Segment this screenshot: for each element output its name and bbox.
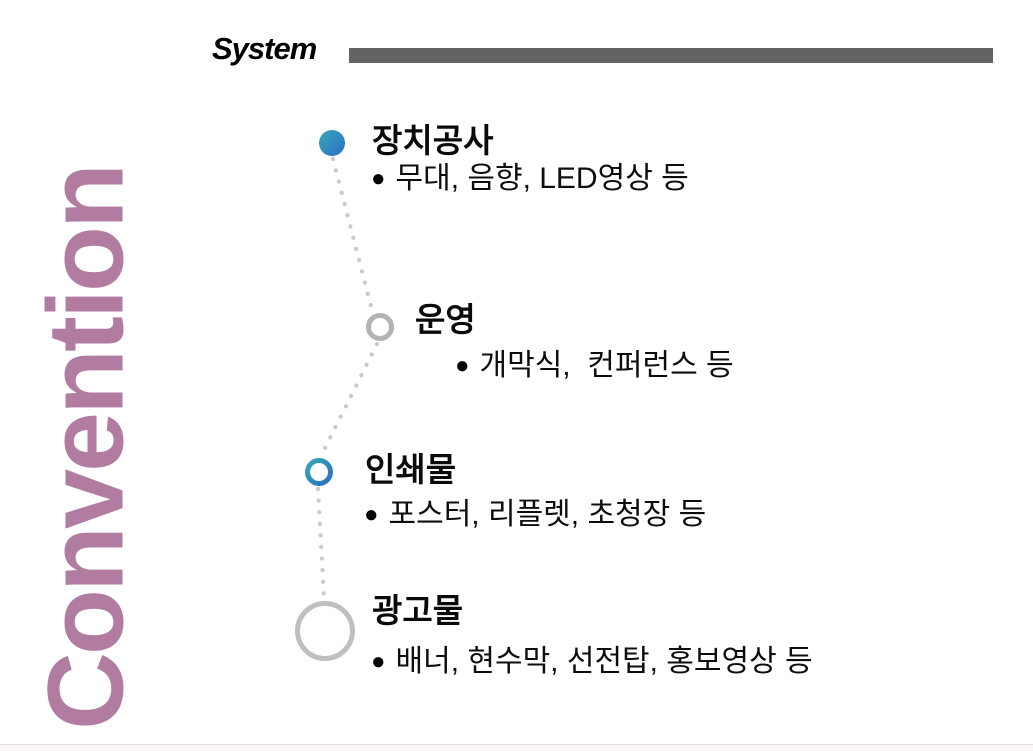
bottom-edge-strip (0, 744, 1033, 751)
large-gray-ring-icon (295, 601, 355, 661)
bullet-icon: ● (371, 164, 386, 192)
bullet-icon: ● (364, 500, 379, 528)
timeline-item-2-title: 운영 (415, 301, 476, 338)
timeline-item-4-detail: ● 배너, 현수막, 선전탑, 홍보영상 등 (371, 646, 813, 678)
timeline-item-2-detail: ● 개막식, 컨퍼런스 등 (455, 350, 734, 382)
header-divider-bar (349, 48, 993, 63)
gradient-ring-icon (305, 458, 333, 486)
timeline-item-3-detail: ● 포스터, 리플렛, 초청장 등 (364, 499, 706, 531)
dotted-connector-3 (315, 486, 327, 601)
timeline-item-4-detail-text: 배너, 현수막, 선전탑, 홍보영상 등 (395, 645, 813, 678)
gray-ring-icon (366, 313, 394, 341)
timeline-item-1-detail-text: 무대, 음향, LED영상 등 (395, 162, 689, 195)
gradient-dot-icon (319, 130, 345, 156)
timeline-item-4-title: 광고물 (372, 592, 464, 629)
timeline-item-1-title: 장치공사 (372, 122, 494, 159)
timeline-item-2-detail-text: 개막식, 컨퍼런스 등 (479, 349, 734, 382)
timeline-item-3-detail-text: 포스터, 리플렛, 초청장 등 (388, 498, 707, 531)
dotted-connector-1 (330, 156, 375, 313)
dotted-connector-2 (318, 341, 380, 459)
timeline-item-3-title: 인쇄물 (365, 451, 457, 488)
bullet-icon: ● (371, 647, 386, 675)
bullet-icon: ● (455, 351, 470, 379)
timeline-item-1-detail: ● 무대, 음향, LED영상 등 (371, 163, 689, 195)
section-title: System (212, 31, 317, 66)
